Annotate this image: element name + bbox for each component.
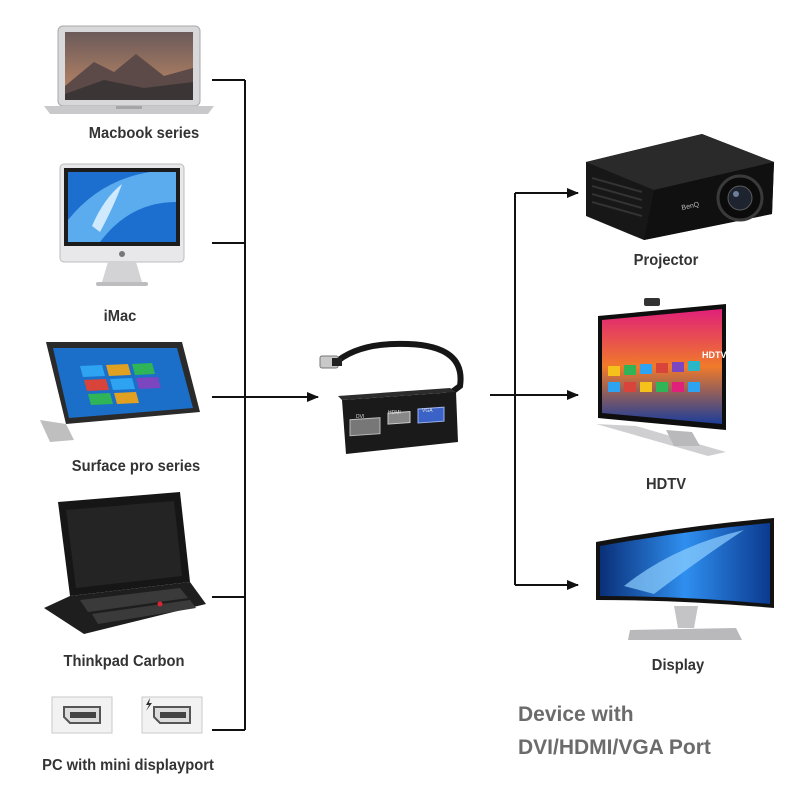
source-label-surface: Surface pro series: [71, 458, 201, 475]
target-label-projector: Projector: [633, 252, 699, 269]
adapter-port-vga: VGA: [422, 408, 433, 414]
imac-icon: [59, 163, 185, 286]
hdtv-badge: HDTV: [702, 350, 727, 360]
source-label-thinkpad: Thinkpad Carbon: [63, 653, 185, 670]
adapter-port-dvi: DVI: [356, 414, 364, 420]
source-label-macbook: Macbook series: [88, 125, 200, 142]
caption-line-2: DVI/HDMI/VGA Port: [518, 736, 711, 759]
target-label-display: Display: [651, 657, 705, 674]
projector-icon: BenQ: [586, 134, 774, 240]
thinkpad-icon: [44, 492, 206, 634]
macbook-icon: [44, 25, 214, 114]
caption-line-1: Device with: [518, 703, 634, 726]
curved-monitor-icon: [596, 518, 774, 640]
projector-brand: BenQ: [681, 201, 701, 212]
target-label-hdtv: HDTV: [645, 476, 687, 493]
surface-pro-icon: [40, 342, 200, 442]
mini-displayport-icon: [51, 696, 203, 734]
adapter-icon: DVI HDMI VGA: [319, 340, 464, 454]
caption: Device with DVI/HDMI/VGA Port: [518, 698, 711, 764]
source-label-pc: PC with mini displayport: [42, 757, 214, 774]
hdtv-icon: HDTV: [596, 298, 727, 456]
source-label-imac: iMac: [103, 308, 137, 325]
adapter-port-hdmi: HDMI: [388, 410, 401, 416]
